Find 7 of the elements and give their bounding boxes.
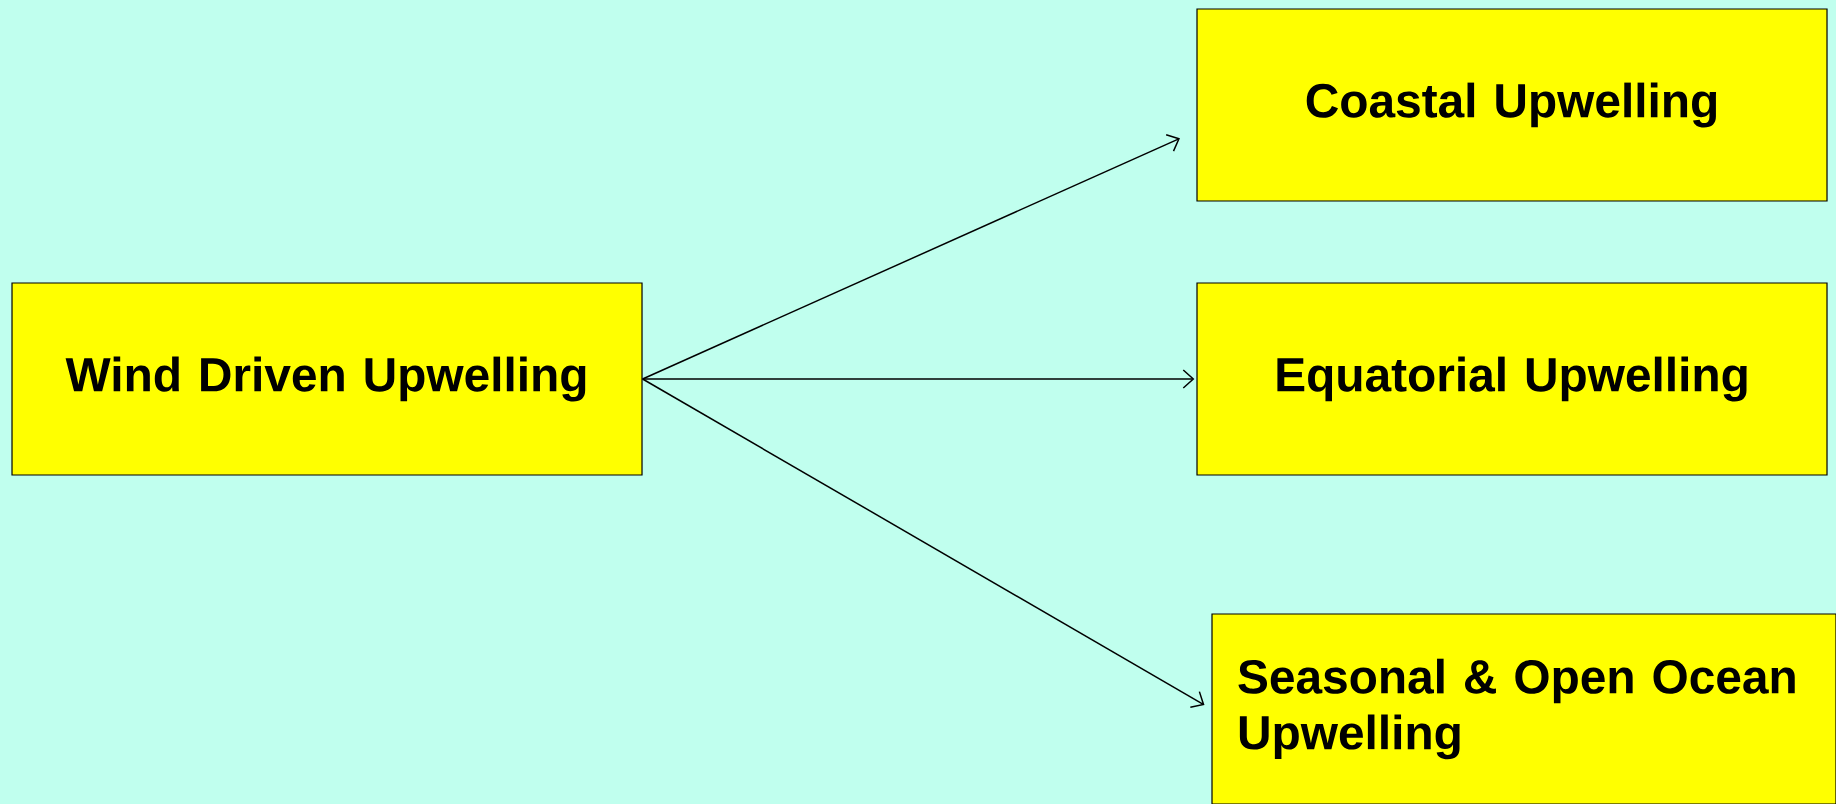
process-box: Seasonal & Open Ocean Upwelling — [1211, 613, 1836, 804]
arrow — [641, 369, 1195, 389]
process-box: Coastal Upwelling — [1196, 8, 1828, 202]
arrow — [641, 133, 1180, 380]
arrow — [641, 378, 1205, 708]
process-box: Wind Driven Upwelling — [11, 282, 643, 476]
process-box: Equatorial Upwelling — [1196, 282, 1828, 476]
